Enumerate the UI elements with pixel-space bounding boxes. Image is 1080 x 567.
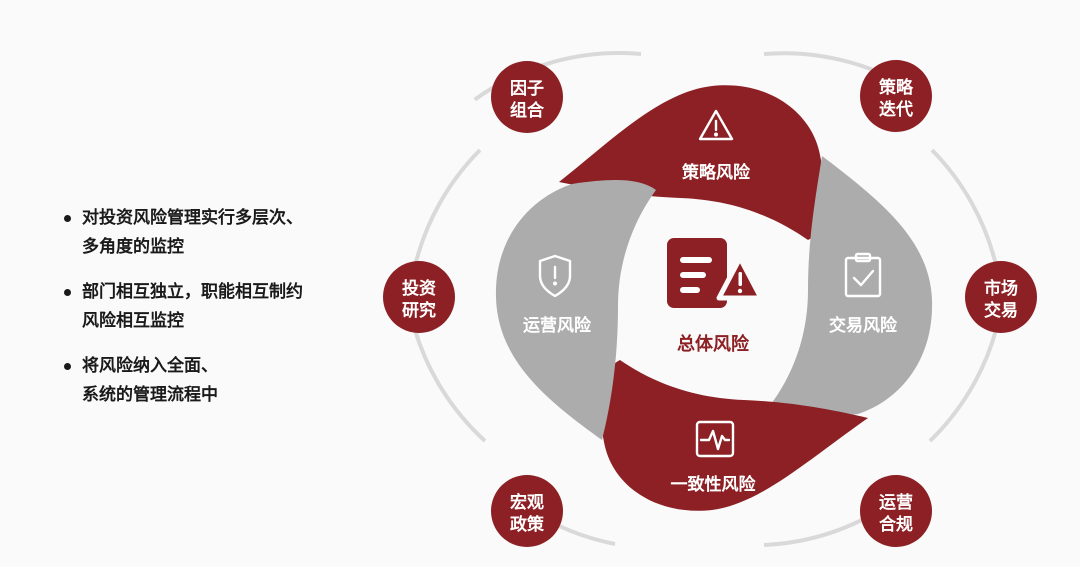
risk-document-warning-icon xyxy=(667,238,764,308)
pulse-monitor-icon xyxy=(695,420,735,458)
bullet-text: 风险相互监控 xyxy=(82,311,184,331)
node-label-line1: 投资 xyxy=(402,278,436,299)
node-investment-research: 投资 研究 xyxy=(383,261,455,333)
bullet-text: 将风险纳入全面、 xyxy=(82,356,218,376)
node-factor-combination: 因子 组合 xyxy=(491,61,563,133)
petal-label-left: 运营风险 xyxy=(523,315,592,336)
bullet-item: 部门相互独立，职能相互制约 风险相互监控 xyxy=(62,278,382,336)
petal-label-bottom: 一致性风险 xyxy=(671,474,757,495)
node-macro-policy: 宏观 政策 xyxy=(491,475,563,547)
shield-alert-icon xyxy=(538,254,572,298)
clipboard-check-icon xyxy=(844,252,882,298)
petal-label-right: 交易风险 xyxy=(829,315,898,336)
node-label-line2: 研究 xyxy=(402,300,436,321)
petal-top xyxy=(559,85,826,240)
petal-left xyxy=(495,180,656,440)
center-label: 总体风险 xyxy=(677,333,750,355)
node-label-line2: 组合 xyxy=(510,100,545,121)
node-label-line2: 政策 xyxy=(510,514,545,535)
node-operations-compliance: 运营 合规 xyxy=(860,475,932,547)
node-label-line1: 宏观 xyxy=(510,492,544,513)
bullet-text: 部门相互独立，职能相互制约 xyxy=(82,282,303,302)
node-label-line1: 运营 xyxy=(879,492,913,513)
warning-triangle-icon xyxy=(698,109,734,141)
node-label-line2: 合规 xyxy=(879,514,913,535)
petal-label-top: 策略风险 xyxy=(682,162,751,183)
petal-right xyxy=(768,156,933,418)
node-label-line1: 因子 xyxy=(510,79,544,99)
node-label-line1: 策略 xyxy=(879,77,914,98)
bullet-item: 将风险纳入全面、 系统的管理流程中 xyxy=(62,352,382,410)
bullet-text: 系统的管理流程中 xyxy=(82,385,218,405)
node-label-line1: 市场 xyxy=(984,278,1018,299)
node-label-line2: 交易 xyxy=(984,300,1018,321)
bullet-text: 多角度的监控 xyxy=(82,237,184,257)
bullet-item: 对投资风险管理实行多层次、 多角度的监控 xyxy=(62,204,382,262)
node-strategy-iteration: 策略 迭代 xyxy=(860,60,932,132)
node-label-line2: 迭代 xyxy=(879,99,913,120)
bullet-list: 对投资风险管理实行多层次、 多角度的监控 部门相互独立，职能相互制约 风险相互监… xyxy=(62,204,382,426)
bullet-text: 对投资风险管理实行多层次、 xyxy=(82,208,303,228)
node-market-trading: 市场 交易 xyxy=(965,261,1037,333)
